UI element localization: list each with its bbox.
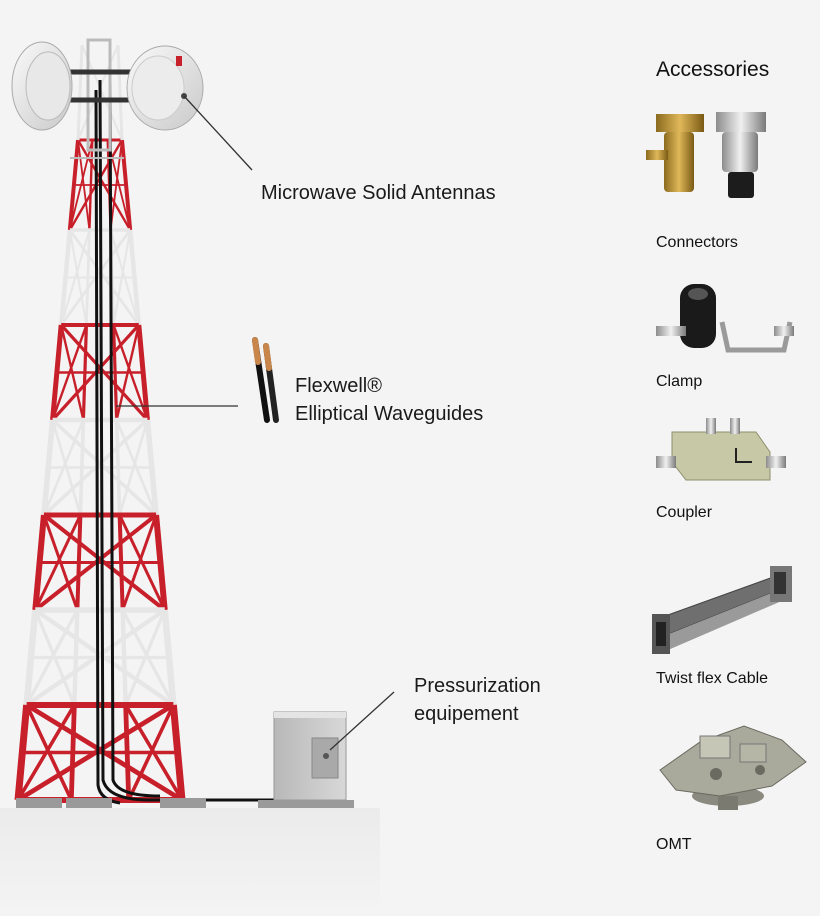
tower-member <box>77 44 119 141</box>
waveguide-cables <box>94 79 290 805</box>
accessories-title: Accessories <box>656 58 770 81</box>
connector-icon <box>646 112 766 198</box>
accessory-label-omt: OMT <box>656 836 692 853</box>
tower-member <box>144 419 159 516</box>
tower-base-plates <box>16 798 354 808</box>
twist-flex-cable-icon <box>652 566 792 654</box>
callout-leader-lines <box>116 95 395 751</box>
pressurization-label-line2: equipement <box>414 703 519 725</box>
waveguide-label-line1: Flexwell® <box>295 375 382 397</box>
accessory-label-twist-flex-cable: Twist flex Cable <box>656 670 769 687</box>
accessory-label-clamp: Clamp <box>656 373 703 390</box>
tower-member <box>116 44 124 141</box>
microwave-antennas <box>11 38 204 159</box>
antennas-label: Microwave Solid Antennas <box>261 182 496 204</box>
omt-icon <box>659 725 807 810</box>
accessory-label-connectors: Connectors <box>656 234 738 251</box>
coupler-icon <box>656 418 786 481</box>
tower-member <box>76 44 84 141</box>
clamp-icon <box>656 284 794 353</box>
pressurization-cabinet <box>273 711 347 801</box>
waveguide-label-line2: Elliptical Waveguides <box>295 403 484 425</box>
accessory-label-coupler: Coupler <box>656 504 713 521</box>
flexwell-cable-sample-icon <box>252 337 279 423</box>
pressurization-label-line1: Pressurization <box>414 675 541 697</box>
